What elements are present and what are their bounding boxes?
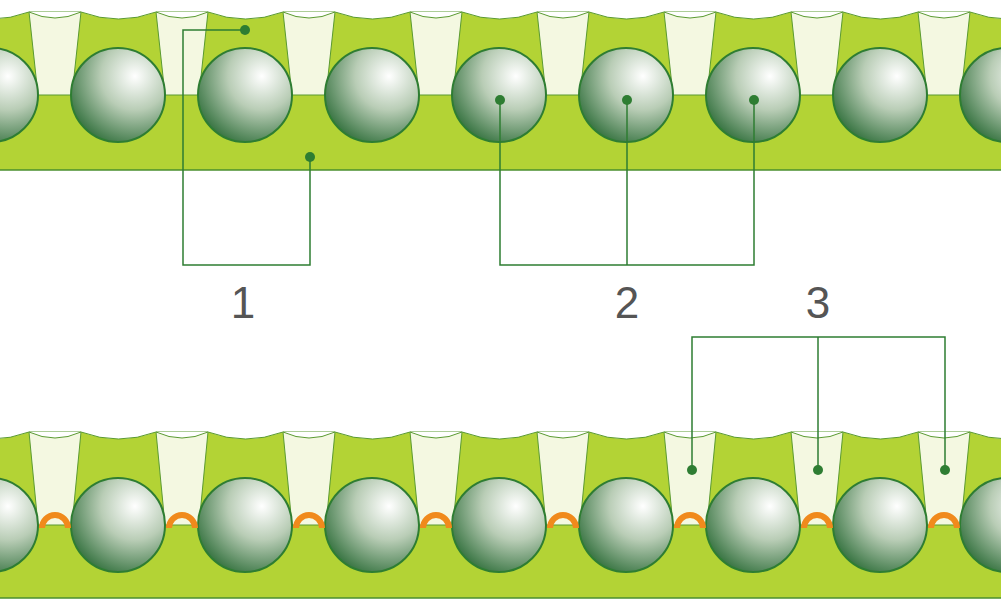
scallop <box>664 432 716 438</box>
scallop <box>156 12 208 18</box>
sphere <box>452 48 546 142</box>
scallop <box>283 432 335 438</box>
scallop <box>664 12 716 18</box>
scallop <box>0 432 29 439</box>
sphere <box>833 48 927 142</box>
scallop <box>462 12 537 19</box>
sphere <box>452 478 546 572</box>
scallop <box>0 12 29 19</box>
sphere <box>0 478 38 572</box>
coating-arc <box>423 515 449 528</box>
sphere <box>960 478 1001 572</box>
scallop <box>970 12 1001 19</box>
scallop <box>81 12 156 19</box>
coating-arc <box>804 515 830 528</box>
sphere <box>71 48 165 142</box>
scallop <box>716 432 791 439</box>
leader-lines <box>183 30 945 470</box>
scallop <box>335 12 410 19</box>
sphere <box>706 48 800 142</box>
scallop <box>208 12 283 19</box>
sphere <box>71 478 165 572</box>
scallop <box>81 432 156 439</box>
coating-arc <box>550 515 576 528</box>
sphere <box>325 48 419 142</box>
scallop <box>410 432 462 438</box>
band-edge <box>0 597 1001 599</box>
bottom-strip <box>0 432 1001 572</box>
scallop <box>462 432 537 439</box>
sphere <box>706 478 800 572</box>
coating-arc <box>42 515 68 528</box>
sphere <box>198 48 292 142</box>
scallop <box>29 12 81 18</box>
coating-arc <box>169 515 195 528</box>
scallop <box>410 12 462 18</box>
matrix-band <box>0 432 1001 598</box>
scallop <box>29 432 81 438</box>
sphere <box>960 48 1001 142</box>
scallop <box>918 432 970 438</box>
scallop <box>156 432 208 438</box>
scallop <box>208 432 283 439</box>
scallop <box>716 12 791 19</box>
scallop <box>335 432 410 439</box>
scallop <box>537 12 589 18</box>
coating-arc <box>677 515 703 528</box>
scallop <box>843 12 918 19</box>
scallop <box>283 12 335 18</box>
callout-number: 3 <box>806 281 830 325</box>
scallop <box>791 12 843 18</box>
callout-number: 1 <box>231 281 255 325</box>
sphere <box>833 478 927 572</box>
sphere <box>0 48 38 142</box>
scallop <box>589 12 664 19</box>
scallop <box>589 432 664 439</box>
coating-arc <box>296 515 322 528</box>
scallop <box>970 432 1001 439</box>
scallop <box>791 432 843 438</box>
leader-dots <box>240 25 950 475</box>
callout-number: 2 <box>615 281 639 325</box>
sphere <box>579 478 673 572</box>
scallop <box>537 432 589 438</box>
sphere <box>579 48 673 142</box>
coating-arc <box>931 515 957 528</box>
scallop <box>918 12 970 18</box>
sphere <box>325 478 419 572</box>
scallop <box>843 432 918 439</box>
sphere <box>198 478 292 572</box>
